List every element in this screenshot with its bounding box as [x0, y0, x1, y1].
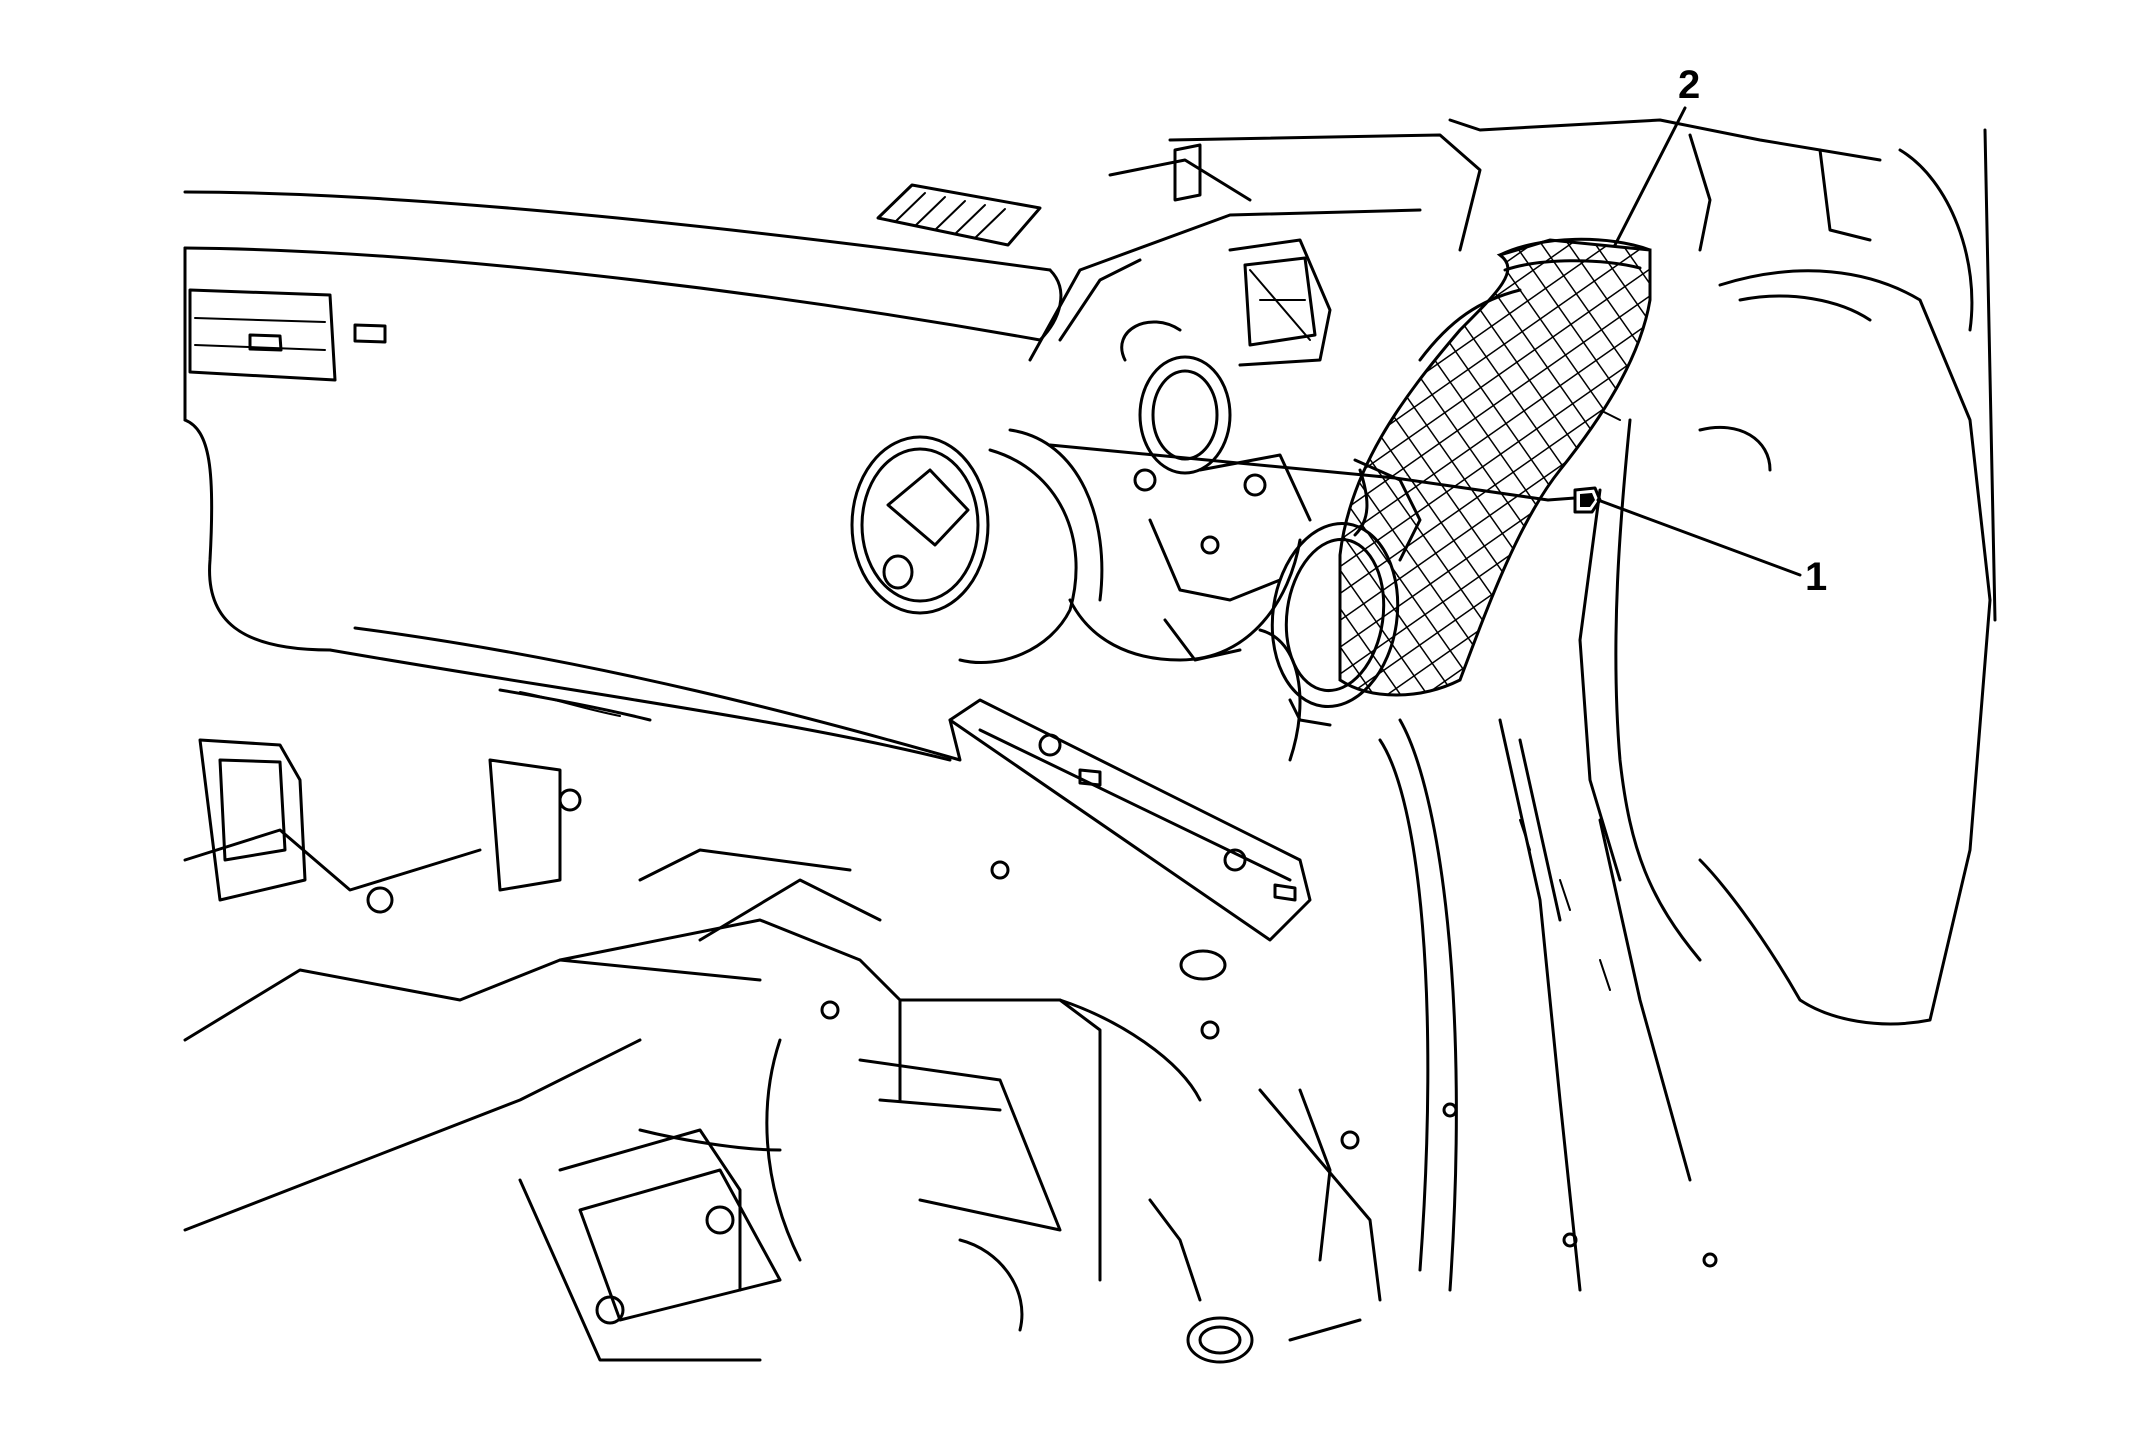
duct-fastener: [1546, 486, 1602, 514]
side-pillar-panel: [1378, 118, 1997, 1292]
callout-leaders: [1048, 106, 1802, 577]
callout-1: 1: [1805, 555, 1827, 599]
callout-label-2: 2: [1678, 63, 1700, 107]
center-vent: [188, 288, 387, 382]
side-outlet-vent: [850, 428, 1104, 665]
instrument-panel-pad: [183, 190, 1063, 762]
floor-air-duct: [1270, 237, 1652, 727]
callout-label-1: 1: [1805, 555, 1827, 599]
support-bracket: [948, 698, 1312, 981]
lower-dash-and-floor: [183, 738, 1718, 1364]
defroster-grille: [876, 183, 1042, 247]
dash-structure: [1028, 133, 1482, 762]
callout-2: 2: [1678, 63, 1700, 107]
